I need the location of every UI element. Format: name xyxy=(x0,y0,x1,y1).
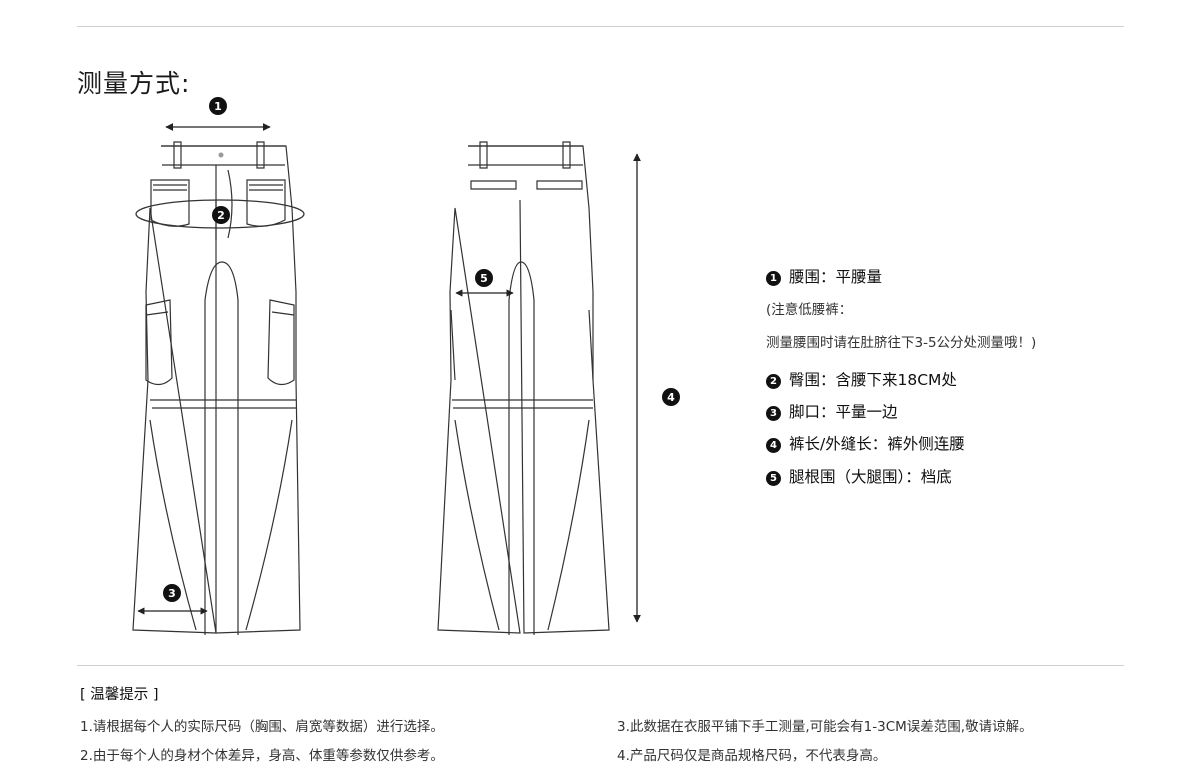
svg-text:3: 3 xyxy=(168,587,176,600)
front-knee-seam xyxy=(150,399,296,409)
svg-text:4: 4 xyxy=(667,391,675,404)
front-crotch xyxy=(204,261,239,635)
svg-text:1: 1 xyxy=(214,100,222,113)
page-title: 测量方式: xyxy=(77,69,191,98)
back-side-seams xyxy=(450,309,594,381)
top-divider xyxy=(77,26,1124,27)
front-fly xyxy=(215,165,233,240)
front-belt-loops xyxy=(173,141,265,169)
legend-note-low-rise-detail: 测量腰围时请在肚脐往下3-5公分处测量哦！) xyxy=(766,335,1037,351)
back-belt-loops xyxy=(479,141,571,169)
bullet-1: 1 xyxy=(766,271,781,286)
bullet-2: 2 xyxy=(766,374,781,389)
marker-badge-4: 4 xyxy=(662,388,680,406)
marker-badge-1: 1 xyxy=(209,97,227,115)
front-button xyxy=(218,152,224,158)
back-waistband xyxy=(468,145,583,166)
bottom-divider xyxy=(77,665,1124,666)
front-pocket-right xyxy=(246,179,286,227)
pants-back-view xyxy=(437,141,610,635)
back-knee-seam xyxy=(452,399,593,409)
tip-4: 4.产品尺码仅是商品规格尺码，不代表身高。 xyxy=(617,748,887,764)
pants-front-view xyxy=(132,141,301,635)
front-leg-seams xyxy=(149,419,293,631)
marker-badge-5: 5 xyxy=(475,269,493,287)
tip-3: 3.此数据在衣服平铺下手工测量,可能会有1-3CM误差范围,敬请谅解。 xyxy=(617,719,1033,735)
svg-text:2: 2 xyxy=(217,209,225,222)
svg-text:5: 5 xyxy=(480,272,488,285)
back-crotch xyxy=(508,261,535,635)
bullet-5: 5 xyxy=(766,471,781,486)
back-pocket-welts xyxy=(470,180,583,190)
bullet-3: 3 xyxy=(766,406,781,421)
tip-2: 2.由于每个人的身材个体差异，身高、体重等参数仅供参考。 xyxy=(80,748,444,764)
back-leg-seams xyxy=(454,419,590,631)
tips-title: [ 温馨提示 ] xyxy=(80,687,159,703)
front-cargo-left xyxy=(145,299,173,386)
back-outline xyxy=(437,145,610,634)
marker-badge-3: 3 xyxy=(163,584,181,602)
front-cargo-right xyxy=(267,299,295,386)
front-waistband xyxy=(161,145,286,166)
hip-ellipse xyxy=(135,199,305,229)
tip-1: 1.请根据每个人的实际尺码（胸围、肩宽等数据）进行选择。 xyxy=(80,719,444,735)
legend-note-low-rise: (注意低腰裤： xyxy=(766,302,853,318)
marker-badge-2: 2 xyxy=(212,206,230,224)
front-outline xyxy=(132,145,301,634)
bullet-4: 4 xyxy=(766,438,781,453)
front-pocket-slots xyxy=(153,184,283,191)
